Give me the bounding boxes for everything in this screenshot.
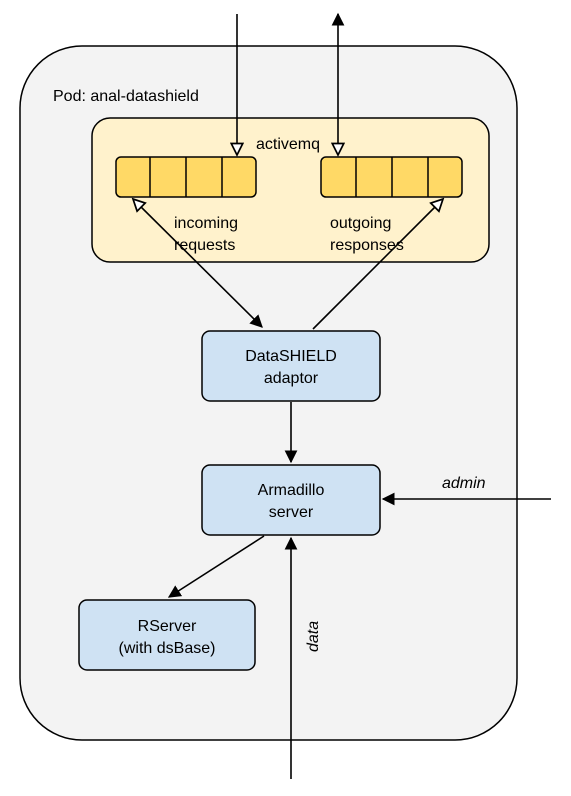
incoming-queue-label-line2: requests — [174, 237, 235, 254]
arrow-incoming-to-adaptor — [133, 199, 262, 327]
armadillo-server-box — [201, 464, 381, 536]
outgoing-queue-label-line2: responses — [330, 237, 404, 254]
activemq-label: activemq — [256, 136, 320, 153]
rserver-label-line1: RServer — [138, 618, 197, 635]
data-label: data — [305, 621, 322, 652]
outgoing-queue — [320, 156, 463, 198]
datashield-adaptor-label-line2: adaptor — [264, 370, 319, 387]
datashield-adaptor-label-line1: DataSHIELD — [245, 348, 337, 365]
incoming-queue-label-line1: incoming — [174, 215, 238, 232]
arrow-armadillo-to-rserver — [167, 535, 265, 598]
outgoing-queue-label-line1: outgoing — [330, 215, 391, 232]
datashield-adaptor-box — [201, 330, 381, 402]
admin-label: admin — [442, 475, 486, 492]
armadillo-server-label-line1: Armadillo — [258, 482, 325, 499]
armadillo-server-label-line2: server — [269, 504, 314, 521]
arrow-adaptor-to-outgoing — [312, 199, 443, 330]
incoming-queue — [115, 156, 257, 198]
rserver-box — [78, 599, 256, 671]
pod-label: Pod: anal-datashield — [53, 88, 199, 105]
rserver-label-line2: (with dsBase) — [119, 640, 216, 657]
